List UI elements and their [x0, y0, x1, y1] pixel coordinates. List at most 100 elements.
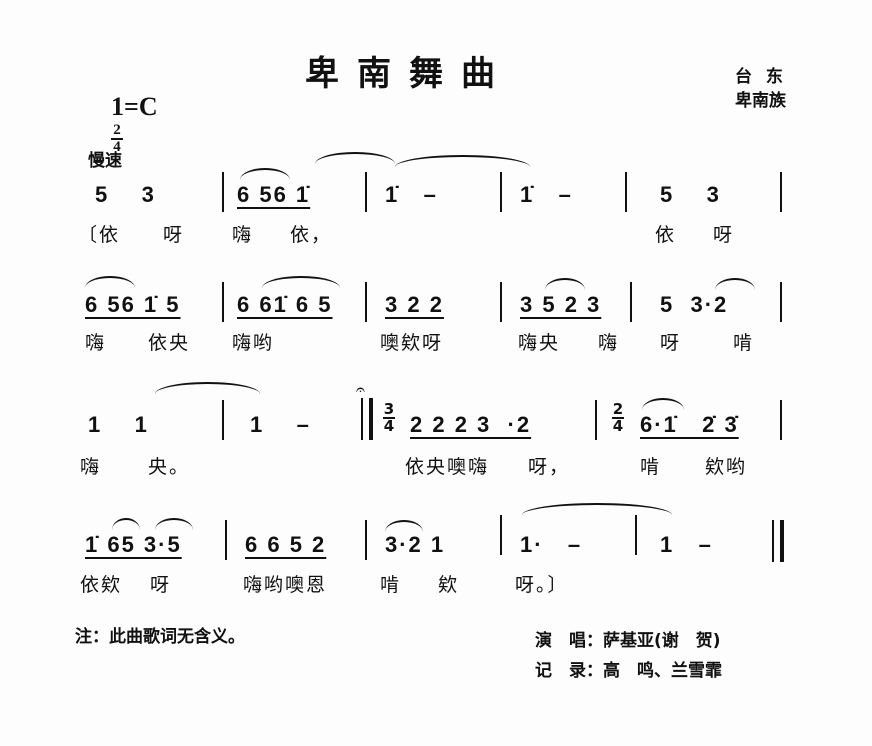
lyric: 〔依	[78, 224, 121, 246]
bar-line	[635, 515, 637, 555]
measure: 1̇ –	[520, 182, 573, 207]
lyric: 依央噢嗨	[405, 456, 490, 478]
lyric: 啃	[733, 332, 755, 354]
measure: 3·2 1	[385, 532, 446, 557]
time-num: 3	[383, 400, 395, 418]
bar-line	[365, 172, 367, 212]
recorder: 高 鸣、兰雪霏	[603, 661, 722, 681]
bar-line	[222, 400, 224, 440]
bar-line	[780, 172, 782, 212]
lyric: 呀，	[528, 456, 571, 478]
time-den: 4	[113, 139, 121, 156]
measure: 3 2 2	[385, 292, 444, 317]
recorder-credit: 记 录：高 鸣、兰雪霏	[535, 656, 722, 681]
lyric: 嗨	[598, 332, 620, 354]
measure: 2 2 2 3 ·2	[410, 412, 532, 437]
bar-line	[500, 515, 502, 555]
lyric: 欸	[438, 574, 460, 596]
lyric: 呀	[150, 574, 172, 596]
slur-mark	[395, 155, 530, 167]
slur-mark	[545, 278, 585, 290]
measure: 6 61̇ 6 5	[237, 292, 333, 317]
measure: 3 5 2 3	[520, 292, 602, 317]
slur-mark	[155, 518, 193, 530]
time-den: 4	[612, 417, 624, 435]
lyric: 依	[655, 224, 677, 246]
measure: 5 3·2	[660, 292, 729, 317]
lyric: 呀。〕	[515, 574, 569, 596]
lyric: 呀	[713, 224, 735, 246]
measure: 5 3	[660, 182, 721, 207]
lyric: 呀	[660, 332, 682, 354]
lyric: 依，	[290, 224, 333, 246]
singer: 萨基亚(谢 贺)	[603, 631, 721, 651]
slur-mark	[385, 520, 423, 532]
lyric: 嗨	[80, 456, 102, 478]
lyric: 嗨	[232, 224, 254, 246]
slur-mark	[315, 152, 395, 164]
bar-line	[595, 400, 597, 440]
bar-line	[630, 282, 632, 322]
lyric: 央。	[148, 456, 191, 478]
measure: 6·1̇ 2̇ 3̇	[640, 412, 739, 437]
measure: 1̇ 65 3·5	[85, 532, 182, 557]
lyric: 欸哟	[705, 456, 748, 478]
bar-line	[780, 400, 782, 440]
measure: 6 56 1̇	[237, 182, 311, 207]
bar-line	[365, 282, 367, 322]
lyric: 依欸	[80, 574, 123, 596]
measure: 1 1	[88, 412, 149, 437]
bar-line	[625, 172, 627, 212]
bar-line	[365, 520, 367, 560]
bar-line	[772, 520, 784, 562]
lyric: 嗨哟	[232, 332, 275, 354]
time-num: 2	[612, 400, 624, 418]
lyric: 呀	[163, 224, 185, 246]
slur-mark	[262, 276, 340, 288]
bar-line	[780, 282, 782, 322]
tempo-marking: 慢速	[88, 151, 122, 171]
slur-mark	[522, 503, 672, 515]
lyric: 噢欸呀	[380, 332, 444, 354]
lyric: 啃	[380, 574, 402, 596]
slur-mark	[112, 518, 140, 530]
slur-mark	[715, 278, 755, 290]
slur-mark	[642, 398, 684, 410]
footnote: 注：此曲歌词无含义。	[75, 627, 245, 647]
lyric: 啃	[640, 456, 662, 478]
page-title: 卑南舞曲	[305, 54, 513, 94]
lyric: 嗨	[85, 332, 107, 354]
measure: 1̇ –	[385, 182, 438, 207]
time-num: 2	[113, 122, 121, 139]
measure: 6 56 1̇ 5	[85, 292, 181, 317]
measure: 1 –	[250, 412, 311, 437]
bar-line	[500, 282, 502, 322]
measure: 5 3	[95, 182, 156, 207]
lyric: 依央	[148, 332, 191, 354]
measure: 1· –	[520, 532, 583, 557]
fermata-icon: 𝄐	[356, 380, 365, 399]
bar-line	[225, 520, 227, 560]
recorder-label: 记 录：	[535, 661, 603, 681]
singer-credit: 演 唱：萨基亚(谢 贺)	[535, 626, 721, 651]
singer-label: 演 唱：	[535, 631, 603, 651]
ethnic-group: 卑南族	[735, 91, 786, 111]
region: 台 东	[735, 67, 787, 87]
time-den: 4	[383, 417, 395, 435]
slur-mark	[155, 382, 260, 394]
slur-mark	[240, 168, 290, 180]
lyric: 嗨央	[518, 332, 561, 354]
bar-line	[222, 282, 224, 322]
bar-line	[500, 172, 502, 212]
measure: 6 6 5 2	[245, 532, 327, 557]
key-text: 1=C	[111, 92, 158, 121]
bar-line	[361, 398, 373, 440]
bar-line	[222, 172, 224, 212]
slur-mark	[85, 276, 135, 288]
lyric: 嗨哟噢恩	[243, 574, 328, 596]
